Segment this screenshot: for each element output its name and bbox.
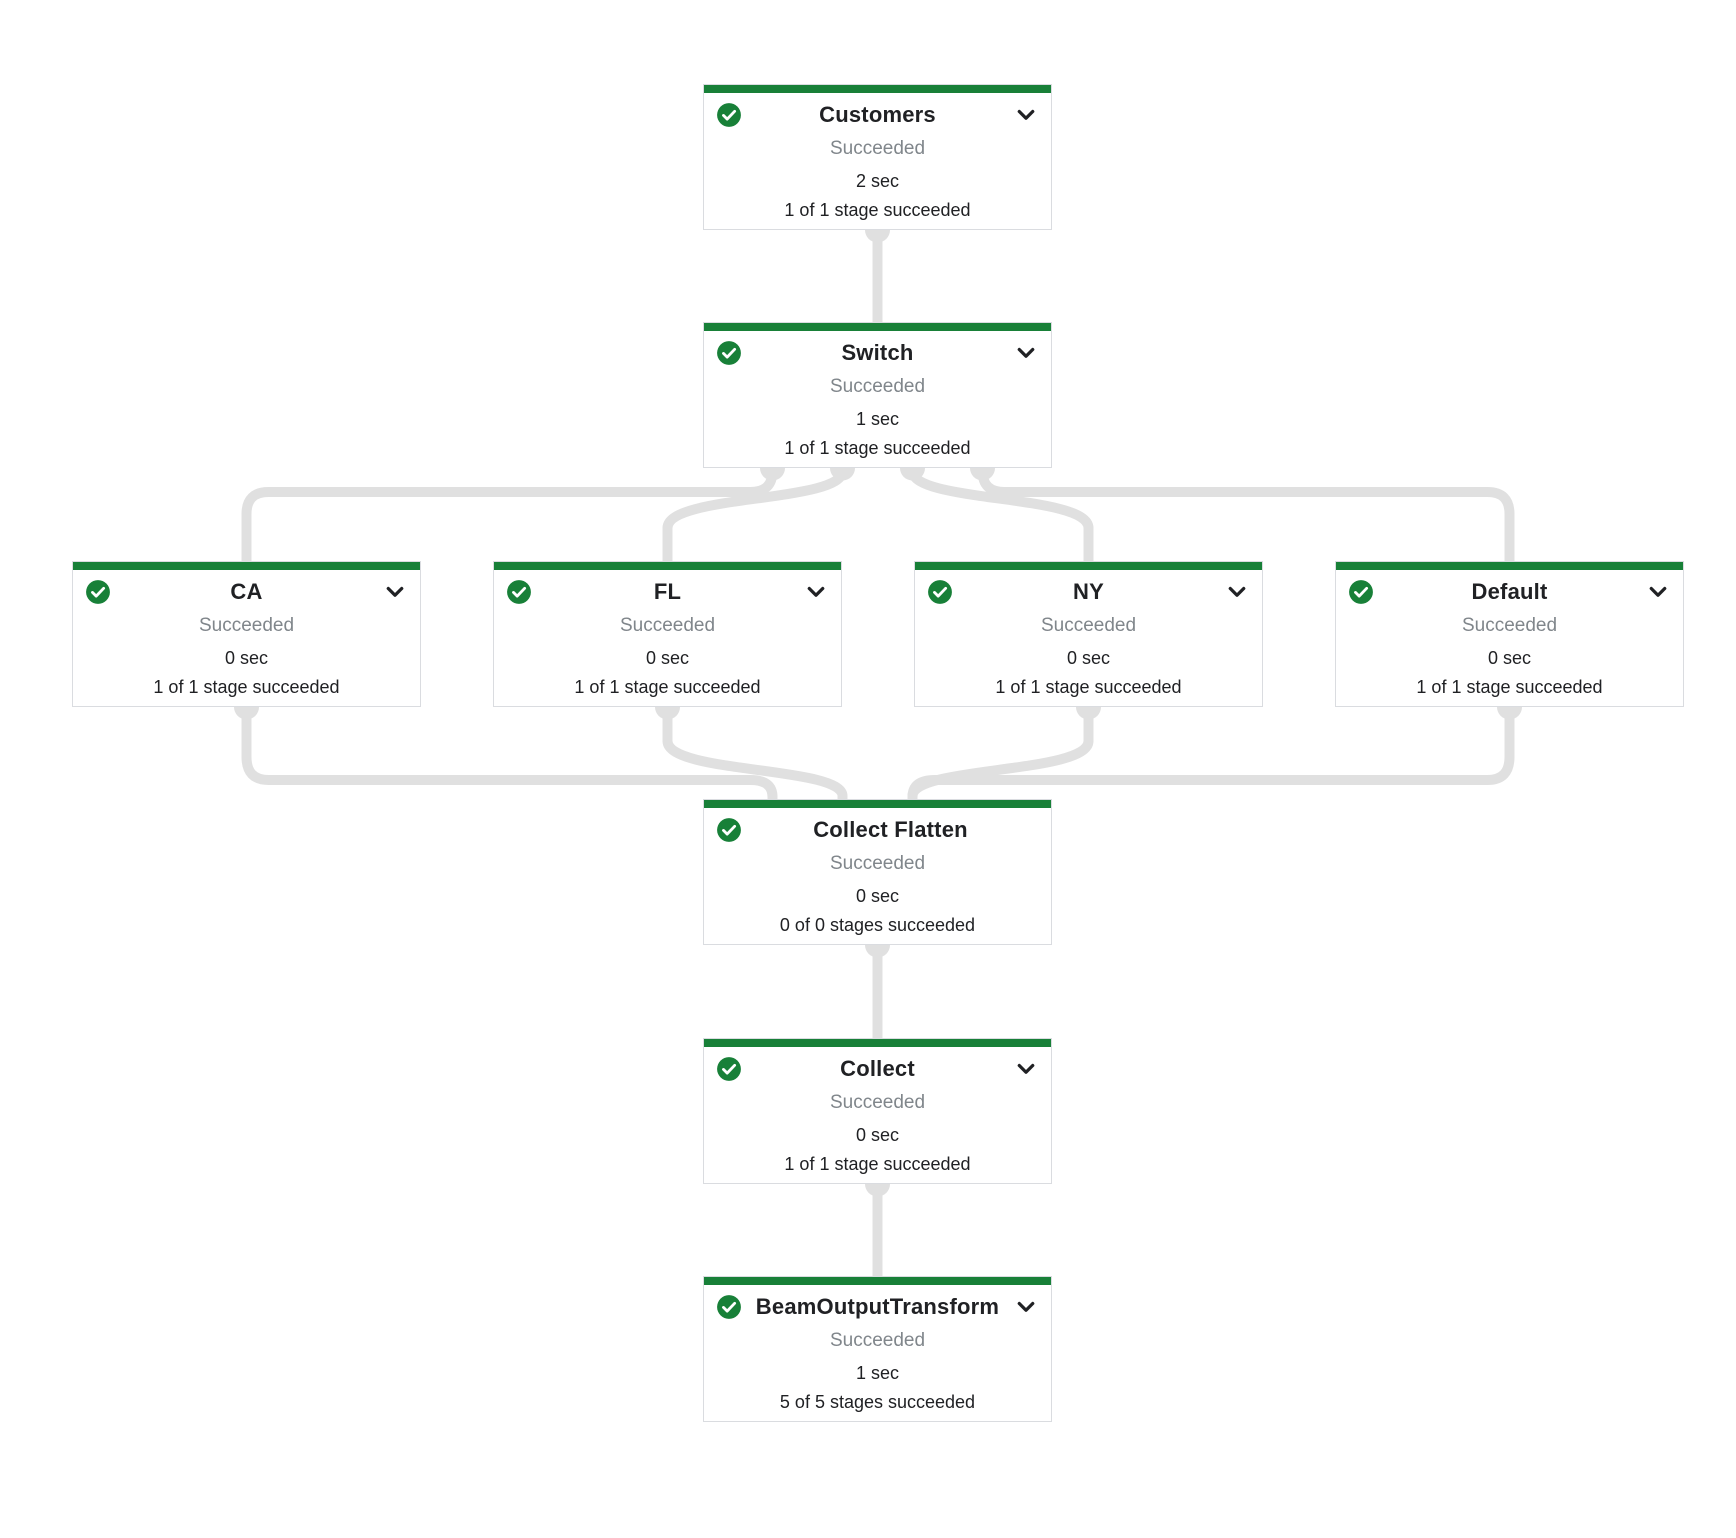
edge-switch-fl: [662, 468, 848, 561]
node-title: Customers: [819, 102, 936, 127]
status-bar: [704, 1039, 1051, 1047]
chevron-down-icon[interactable]: [803, 579, 829, 605]
check-circle-icon: [506, 579, 532, 605]
node-collect[interactable]: Collect Succeeded 0 sec 1 of 1 stage suc…: [703, 1038, 1052, 1184]
node-duration: 1 sec: [855, 1363, 900, 1383]
edge-ny-collectflatten: [907, 707, 1094, 799]
node-status: Succeeded: [829, 138, 926, 159]
node-duration: 2 sec: [855, 171, 900, 191]
node-stages: 1 of 1 stage succeeded: [784, 438, 971, 458]
check-circle-icon: [716, 817, 742, 843]
node-status: Succeeded: [1461, 615, 1558, 636]
check-circle-icon: [716, 1056, 742, 1082]
chevron-down-icon[interactable]: [1013, 102, 1039, 128]
check-circle-icon: [716, 1294, 742, 1320]
edge-switch-ny: [907, 468, 1094, 561]
status-bar: [704, 1277, 1051, 1285]
check-circle-icon: [716, 340, 742, 366]
node-duration: 0 sec: [1066, 648, 1111, 668]
node-stages: 1 of 1 stage succeeded: [995, 677, 1182, 697]
node-stages: 1 of 1 stage succeeded: [574, 677, 761, 697]
node-switch[interactable]: Switch Succeeded 1 sec 1 of 1 stage succ…: [703, 322, 1052, 468]
node-stages: 1 of 1 stage succeeded: [784, 200, 971, 220]
node-status: Succeeded: [829, 1330, 926, 1351]
node-title: Default: [1471, 579, 1548, 604]
node-duration: 0 sec: [645, 648, 690, 668]
node-duration: 0 sec: [1487, 648, 1532, 668]
node-collect-flatten[interactable]: Collect Flatten Succeeded 0 sec 0 of 0 s…: [703, 799, 1052, 945]
chevron-down-icon[interactable]: [1013, 1056, 1039, 1082]
status-bar: [915, 562, 1262, 570]
check-circle-icon: [716, 102, 742, 128]
edge-ca-collectflatten: [241, 707, 778, 799]
status-bar: [704, 323, 1051, 331]
node-stages: 1 of 1 stage succeeded: [784, 1154, 971, 1174]
node-stages: 1 of 1 stage succeeded: [153, 677, 340, 697]
node-status: Succeeded: [829, 1092, 926, 1113]
node-duration: 1 sec: [855, 409, 900, 429]
chevron-down-icon[interactable]: [1224, 579, 1250, 605]
node-title: NY: [1073, 579, 1104, 604]
node-title: Switch: [841, 340, 914, 365]
status-bar: [1336, 562, 1683, 570]
node-title: BeamOutputTransform: [755, 1294, 1000, 1319]
edge-fl-collectflatten: [662, 707, 848, 799]
check-circle-icon: [927, 579, 953, 605]
node-ca[interactable]: CA Succeeded 0 sec 1 of 1 stage succeede…: [72, 561, 421, 707]
node-duration: 0 sec: [224, 648, 269, 668]
node-ny[interactable]: NY Succeeded 0 sec 1 of 1 stage succeede…: [914, 561, 1263, 707]
check-circle-icon: [1348, 579, 1374, 605]
node-beam-output-transform[interactable]: BeamOutputTransform Succeeded 1 sec 5 of…: [703, 1276, 1052, 1422]
node-stages: 1 of 1 stage succeeded: [1416, 677, 1603, 697]
node-status: Succeeded: [198, 615, 295, 636]
node-status: Succeeded: [829, 853, 926, 874]
edge-default-collectflatten: [907, 707, 1515, 799]
node-default[interactable]: Default Succeeded 0 sec 1 of 1 stage suc…: [1335, 561, 1684, 707]
status-bar: [704, 85, 1051, 93]
node-title: CA: [230, 579, 263, 604]
node-title: Collect Flatten: [813, 817, 968, 842]
node-status: Succeeded: [619, 615, 716, 636]
status-bar: [704, 800, 1051, 808]
node-fl[interactable]: FL Succeeded 0 sec 1 of 1 stage succeede…: [493, 561, 842, 707]
chevron-down-icon[interactable]: [1645, 579, 1671, 605]
node-stages: 5 of 5 stages succeeded: [779, 1392, 976, 1412]
node-stages: 0 of 0 stages succeeded: [779, 915, 976, 935]
check-circle-icon: [85, 579, 111, 605]
node-title: FL: [653, 579, 682, 604]
node-duration: 0 sec: [855, 886, 900, 906]
node-status: Succeeded: [829, 376, 926, 397]
status-bar: [73, 562, 420, 570]
chevron-down-icon[interactable]: [382, 579, 408, 605]
chevron-down-icon[interactable]: [1013, 1294, 1039, 1320]
status-bar: [494, 562, 841, 570]
node-title: Collect: [840, 1056, 915, 1081]
node-duration: 0 sec: [855, 1125, 900, 1145]
node-customers[interactable]: Customers Succeeded 2 sec 1 of 1 stage s…: [703, 84, 1052, 230]
node-status: Succeeded: [1040, 615, 1137, 636]
chevron-down-icon[interactable]: [1013, 340, 1039, 366]
